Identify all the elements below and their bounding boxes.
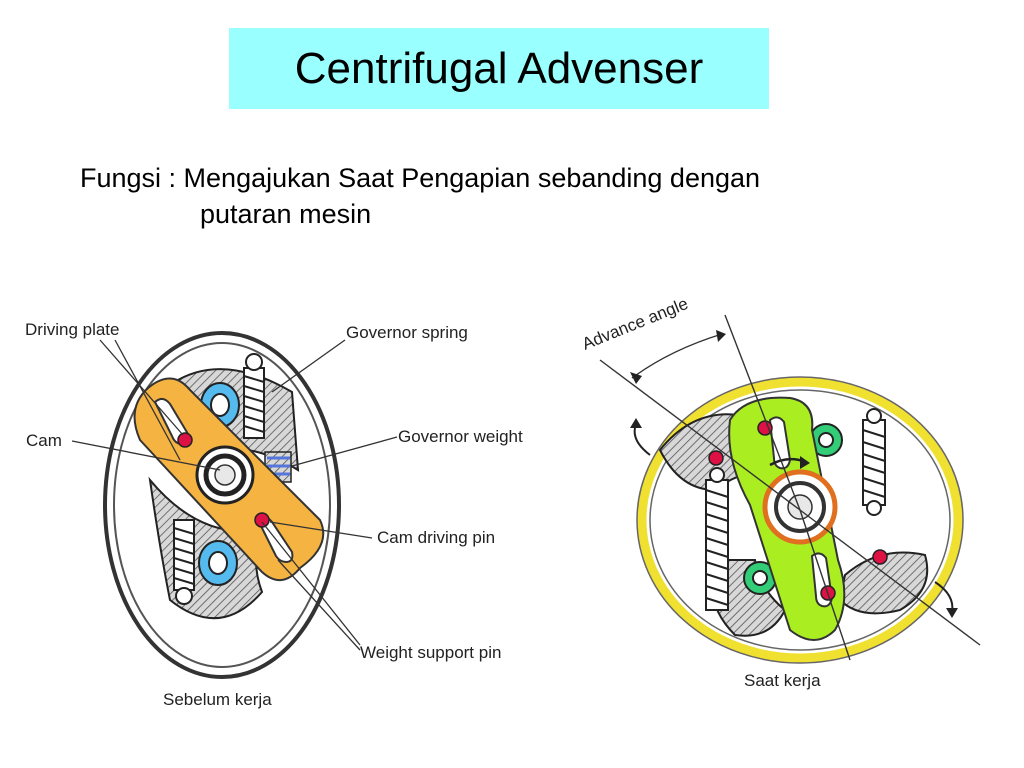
right-weight-arrow-left bbox=[633, 423, 651, 456]
left-spring-bottom bbox=[173, 519, 195, 605]
left-bearing-bottom bbox=[198, 540, 238, 586]
right-spring-left bbox=[705, 467, 729, 611]
caption-sebelum-kerja: Sebelum kerja bbox=[163, 690, 272, 709]
left-cam bbox=[195, 445, 255, 505]
label-driving-plate: Driving plate bbox=[25, 320, 120, 339]
right-bearing-bottom bbox=[743, 561, 777, 595]
caption-saat-kerja: Saat kerja bbox=[744, 671, 821, 690]
left-leader-lines bbox=[71, 339, 398, 651]
label-weight-support-pin: Weight support pin bbox=[360, 643, 501, 662]
right-pin-1 bbox=[757, 420, 773, 436]
left-housing-inner bbox=[113, 342, 331, 668]
label-cam: Cam bbox=[26, 431, 62, 450]
left-pin-top bbox=[177, 432, 193, 448]
right-spring-right bbox=[862, 408, 886, 516]
label-governor-weight: Governor weight bbox=[398, 427, 523, 446]
right-cam bbox=[762, 469, 838, 545]
label-governor-spring: Governor spring bbox=[346, 323, 468, 342]
right-pin-2 bbox=[708, 450, 724, 466]
label-advance-angle: Advance angle bbox=[579, 294, 690, 354]
right-mechanism: Advance angle Saat kerja bbox=[579, 294, 981, 690]
left-mechanism: Driving plate Cam Governor spring Govern… bbox=[25, 320, 523, 709]
slide-title: Centrifugal Advenser bbox=[294, 43, 704, 93]
right-pin-4 bbox=[872, 549, 888, 565]
advance-angle-lines bbox=[599, 314, 981, 661]
left-pin-bottom bbox=[254, 512, 270, 528]
left-spring-top bbox=[243, 353, 265, 439]
function-text-line2: putaran mesin bbox=[200, 199, 372, 229]
title-box: Centrifugal Advenser bbox=[229, 28, 769, 109]
right-bearing-top bbox=[809, 423, 843, 457]
function-text-line1: Fungsi : Mengajukan Saat Pengapian seban… bbox=[80, 163, 761, 193]
label-cam-driving-pin: Cam driving pin bbox=[377, 528, 495, 547]
